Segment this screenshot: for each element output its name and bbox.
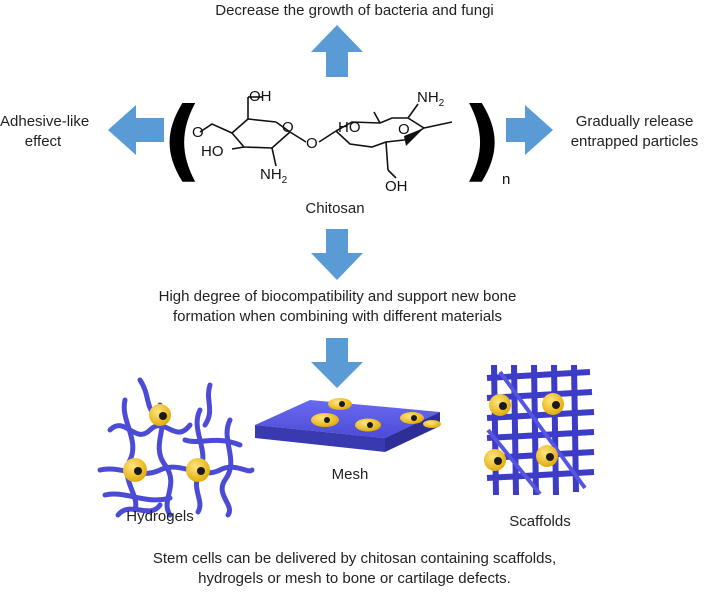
- caption-line2: hydrogels or mesh to bone or cartilage d…: [198, 570, 511, 587]
- biocompatibility-text: High degree of biocompatibility and supp…: [0, 287, 675, 327]
- effect-right-line1: Gradually release: [575, 113, 694, 130]
- scaffold-illustration: [484, 364, 595, 496]
- arrow-down-1: [311, 229, 363, 280]
- effect-left-line1: Adhesive-like: [0, 113, 90, 130]
- oh-left-label: HO: [201, 143, 224, 160]
- mesh-illustration: [255, 398, 441, 452]
- molecule-name-label: Chitosan: [305, 200, 365, 217]
- arrow-left: [108, 105, 164, 155]
- effect-left-text: Adhesive-like effect: [0, 112, 90, 152]
- arrow-up: [311, 25, 363, 77]
- mesh-label: Mesh: [331, 466, 369, 483]
- arrow-right: [506, 105, 553, 155]
- o-ring-right: O: [398, 121, 410, 138]
- oh-bottom-label: OH: [385, 178, 408, 195]
- scaffolds-label: Scaffolds: [509, 513, 571, 530]
- biocompatibility-line2: formation when combining with different …: [172, 308, 503, 325]
- o-ring-left: O: [282, 119, 294, 136]
- open-paren: (: [162, 88, 202, 191]
- effect-left-line2: effect: [24, 133, 62, 150]
- oh-mid-label: HO: [338, 119, 361, 136]
- oh-top-label: OH: [249, 88, 272, 105]
- effect-right-line2: entrapped particles: [570, 133, 699, 150]
- subscript-n: n: [502, 171, 510, 188]
- nh2-bottom-label: NH2: [260, 166, 288, 186]
- hydrogel-cells: [123, 404, 210, 482]
- effect-top-text: Decrease the growth of bacteria and fung…: [215, 2, 494, 19]
- hydrogels-label: Hydrogels: [126, 508, 194, 525]
- nh2-top-label: NH2: [417, 89, 445, 109]
- caption-text: Stem cells can be delivered by chitosan …: [0, 549, 709, 589]
- o-bridge: O: [306, 135, 318, 152]
- hydrogel-illustration: [97, 377, 255, 518]
- chitosan-structure: ( ) n OH O HO O O: [162, 88, 510, 195]
- arrow-down-2: [311, 338, 363, 388]
- caption-line1: Stem cells can be delivered by chitosan …: [152, 550, 557, 567]
- effect-right-text: Gradually release entrapped particles: [560, 112, 709, 152]
- close-paren: ): [462, 88, 502, 191]
- o-left-end: O: [192, 124, 204, 141]
- biocompatibility-line1: High degree of biocompatibility and supp…: [158, 288, 517, 305]
